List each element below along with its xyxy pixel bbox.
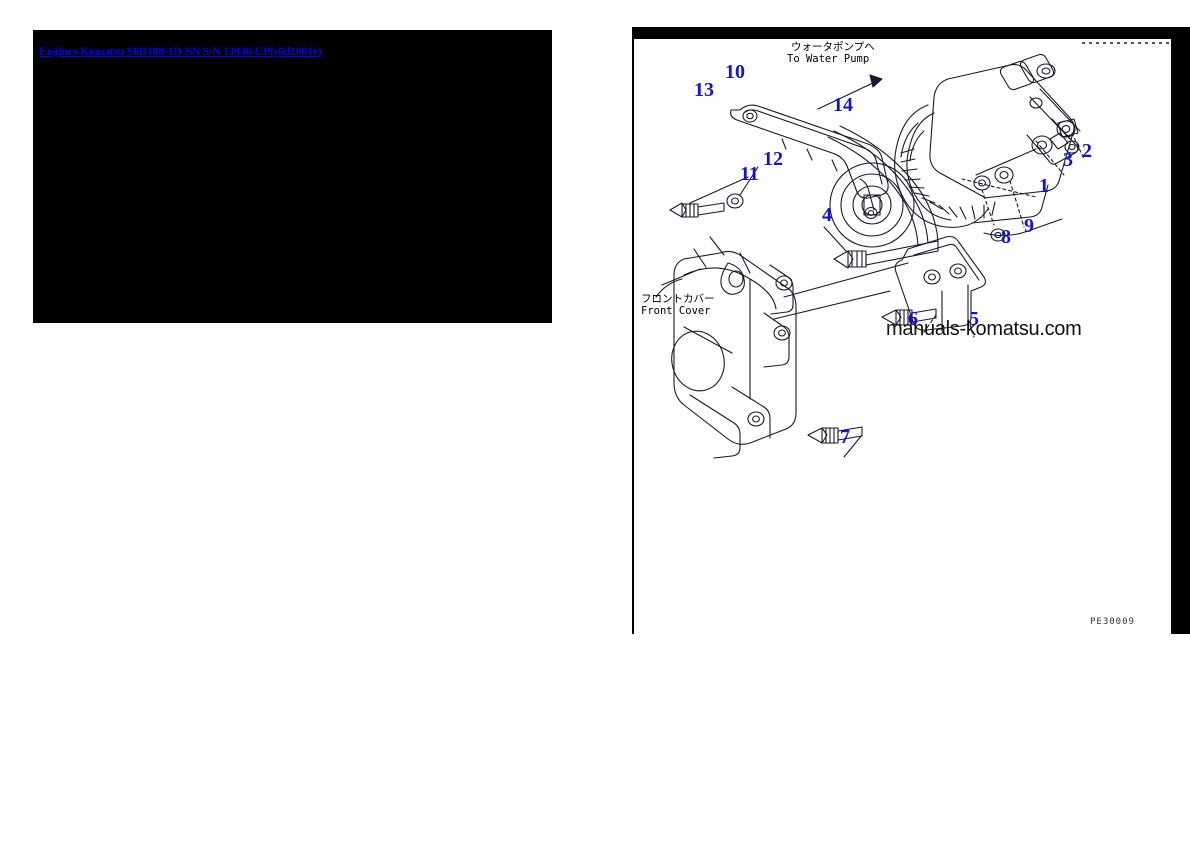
callout-11[interactable]: 11: [740, 163, 759, 185]
callout-10[interactable]: 10: [725, 61, 745, 83]
callout-13[interactable]: 13: [694, 79, 714, 101]
image-viewer-panel: Engines Komatsu S6D108-1D-SN S/N 13936-U…: [33, 30, 552, 323]
diagram-sheet-code: PE30009: [1090, 617, 1135, 627]
diagram-top-black-bar: [632, 27, 1190, 39]
callout-5[interactable]: 5: [969, 308, 979, 330]
callout-2[interactable]: 2: [1082, 140, 1092, 162]
callout-14[interactable]: 14: [833, 94, 853, 116]
parts-diagram-panel: [632, 27, 1190, 634]
callout-8[interactable]: 8: [1001, 226, 1011, 248]
callout-6[interactable]: 6: [908, 308, 918, 330]
diagram-right-black-bar: [1171, 27, 1190, 634]
alternator-assembly-drawing: [655, 53, 1085, 459]
callout-3[interactable]: 3: [1063, 149, 1073, 171]
callout-4[interactable]: 4: [822, 204, 832, 226]
callout-12[interactable]: 12: [763, 148, 783, 170]
callout-1[interactable]: 1: [1039, 175, 1049, 197]
part-manual-title-link[interactable]: Engines Komatsu S6D108-1D-SN S/N 13936-U…: [39, 46, 322, 58]
label-front-cover-jp: フロントカバー: [641, 293, 715, 305]
callout-9[interactable]: 9: [1024, 215, 1034, 237]
callout-7[interactable]: 7: [840, 426, 850, 448]
label-to-water-pump-en: To Water Pump: [787, 53, 870, 65]
diagram-left-border: [632, 27, 634, 634]
diagram-dotted-rule: [1082, 42, 1170, 44]
label-front-cover-en: Front Cover: [641, 305, 711, 317]
site-watermark: manuals-komatsu.com: [886, 318, 1082, 340]
label-to-water-pump-jp: ウォータポンプヘ: [791, 41, 875, 53]
